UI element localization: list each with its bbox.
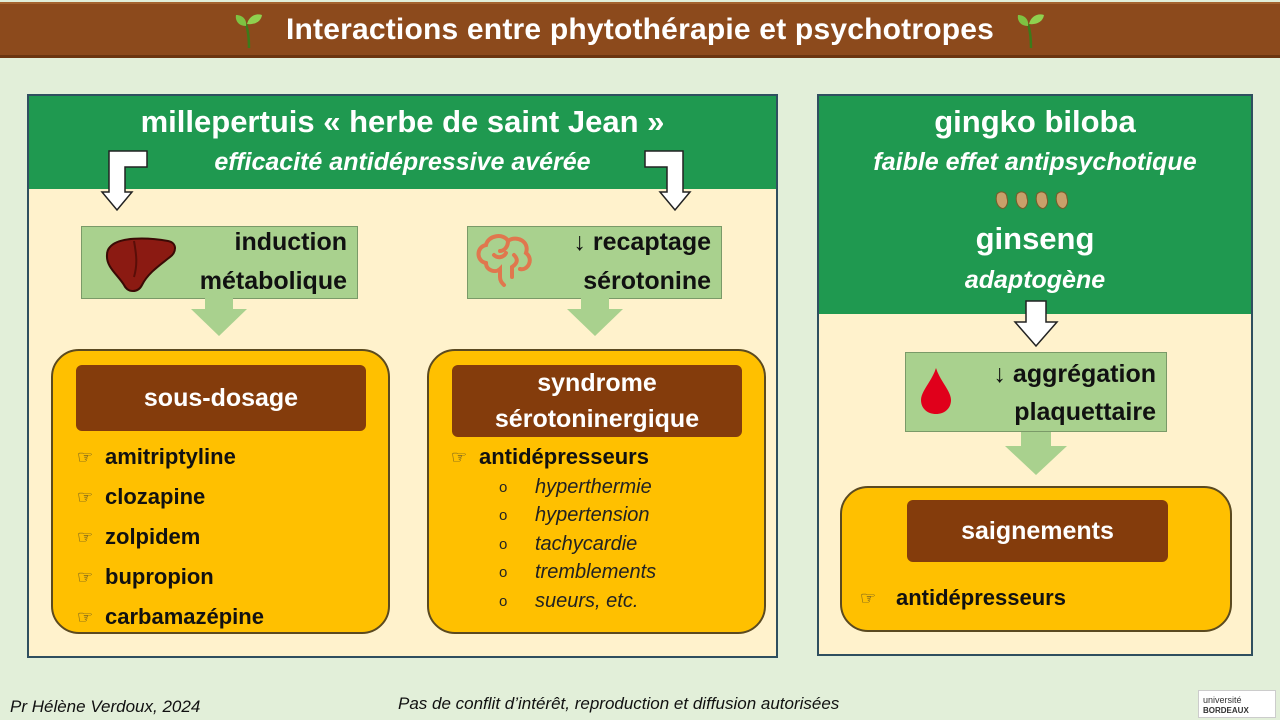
platelet-aggregation-box: ↓ aggrégation plaquettaire: [905, 352, 1167, 432]
down-arrow-white: [1013, 300, 1059, 348]
symptom-text: sueurs, etc.: [535, 589, 639, 612]
title-bar: Interactions entre phytothérapie et psyc…: [0, 2, 1280, 58]
serotonin-syndrome-label: syndrome sérotoninergique: [452, 365, 742, 437]
logo-line2: BORDEAUX: [1203, 706, 1249, 715]
st-johns-wort-subtitle: efficacité antidépressive avérée: [214, 148, 591, 176]
symptom-item: o sueurs, etc.: [499, 587, 656, 616]
serotonin-syndrome-list: ☞ antidépresseurs: [451, 437, 649, 477]
pointing-hand-icon: ☞: [451, 446, 468, 467]
disclosure-notice: Pas de conflit d’intérêt, reproduction e…: [398, 694, 840, 713]
pointing-hand-icon: ☞: [77, 486, 94, 507]
st-johns-wort-title: millepertuis « herbe de saint Jean »: [140, 104, 665, 139]
circle-bullet-icon: o: [499, 478, 508, 496]
symptom-text: hypertension: [535, 504, 650, 527]
sprout-icon: [235, 13, 262, 48]
list-item: ☞ bupropion: [77, 557, 264, 597]
circle-bullet-icon: o: [499, 507, 508, 525]
down-arrow-green: [1005, 432, 1067, 475]
symptom-text: tachycardie: [535, 532, 638, 555]
drug-name: clozapine: [105, 484, 206, 509]
serotonin-reuptake-line1: ↓ recaptage: [573, 228, 711, 256]
metabolic-induction-line2: métabolique: [199, 267, 347, 295]
drug-class: antidépresseurs: [896, 585, 1066, 610]
list-item: ☞ antidépresseurs: [451, 437, 649, 477]
metabolic-induction-line1: induction: [234, 228, 347, 256]
pointing-hand-icon: ☞: [77, 566, 94, 587]
circle-bullet-icon: o: [499, 535, 508, 553]
bleeding-label: saignements: [907, 500, 1168, 562]
bent-arrow-right: [644, 150, 692, 212]
university-logo: université BORDEAUX: [1198, 690, 1276, 718]
pointing-hand-icon: ☞: [860, 587, 877, 608]
symptom-text: tremblements: [535, 561, 657, 584]
drug-name: zolpidem: [105, 524, 201, 549]
list-item: ☞ zolpidem: [77, 517, 264, 557]
ginkgo-title: gingko biloba: [934, 104, 1136, 139]
blood-drop-icon: [921, 368, 951, 414]
serotonin-syndrome-label-line2: sérotoninergique: [494, 405, 700, 433]
serotonin-syndrome-label-line1: syndrome: [537, 369, 657, 397]
underdosing-label: sous-dosage: [76, 365, 366, 431]
st-johns-wort-header: millepertuis « herbe de saint Jean » eff…: [29, 96, 776, 189]
list-item: ☞ clozapine: [77, 477, 264, 517]
pointing-hand-icon: ☞: [77, 446, 94, 467]
platelet-aggregation-line1: ↓ aggrégation: [993, 360, 1156, 388]
symptom-item: o hyperthermie: [499, 473, 656, 502]
ginseng-subtitle: adaptogène: [964, 266, 1106, 294]
bleeding-list: ☞ antidépresseurs: [860, 578, 1066, 618]
bent-arrow-left: [100, 150, 148, 212]
symptom-text: hyperthermie: [535, 475, 652, 498]
pointing-hand-icon: ☞: [77, 606, 94, 627]
down-arrow-left: [191, 297, 247, 336]
symptom-list: o hyperthermie o hypertension o tachycardie…: [499, 473, 656, 616]
serotonin-reuptake-box: ↓ recaptage sérotonine: [467, 226, 722, 299]
brain-icon: [476, 234, 532, 287]
liver-icon: [105, 237, 176, 292]
symptom-item: o tremblements: [499, 559, 656, 588]
drug-name: amitriptyline: [105, 444, 236, 469]
list-item: ☞ antidépresseurs: [860, 578, 1066, 618]
ginkgo-ginseng-header: gingko biloba faible effet antipsychotiq…: [819, 96, 1251, 314]
underdosing-list: ☞ amitriptyline ☞ clozapine ☞ zolpidem ☞ bup…: [77, 437, 264, 637]
author-credit: Pr Hélène Verdoux, 2024: [10, 697, 201, 716]
page-title: Interactions entre phytothérapie et psyc…: [285, 12, 995, 46]
list-item: ☞ amitriptyline: [77, 437, 264, 477]
ginkgo-subtitle: faible effet antipsychotique: [873, 148, 1197, 176]
circle-bullet-icon: o: [499, 592, 508, 610]
ginseng-title: ginseng: [975, 221, 1095, 256]
drug-name: carbamazépine: [105, 604, 264, 629]
drug-name: bupropion: [105, 564, 214, 589]
serotonin-syndrome-box: syndrome sérotoninergique ☞ antidépresseu…: [427, 349, 766, 634]
platelet-aggregation-line2: plaquettaire: [1014, 398, 1156, 426]
bleeding-box: saignements ☞ antidépresseurs: [840, 486, 1232, 632]
circle-bullet-icon: o: [499, 564, 508, 582]
symptom-item: o tachycardie: [499, 530, 656, 559]
underdosing-box: sous-dosage ☞ amitriptyline ☞ clozapine ☞ z…: [51, 349, 390, 634]
ginseng-roots-icon: [995, 191, 1068, 209]
down-arrow-right: [567, 297, 623, 336]
list-item: ☞ carbamazépine: [77, 597, 264, 637]
sprout-icon: [1017, 13, 1045, 48]
logo-line1: université: [1203, 695, 1242, 705]
drug-class: antidépresseurs: [479, 444, 649, 469]
serotonin-reuptake-line2: sérotonine: [583, 267, 711, 295]
metabolic-induction-box: induction métabolique: [81, 226, 358, 299]
pointing-hand-icon: ☞: [77, 526, 94, 547]
symptom-item: o hypertension: [499, 502, 656, 531]
